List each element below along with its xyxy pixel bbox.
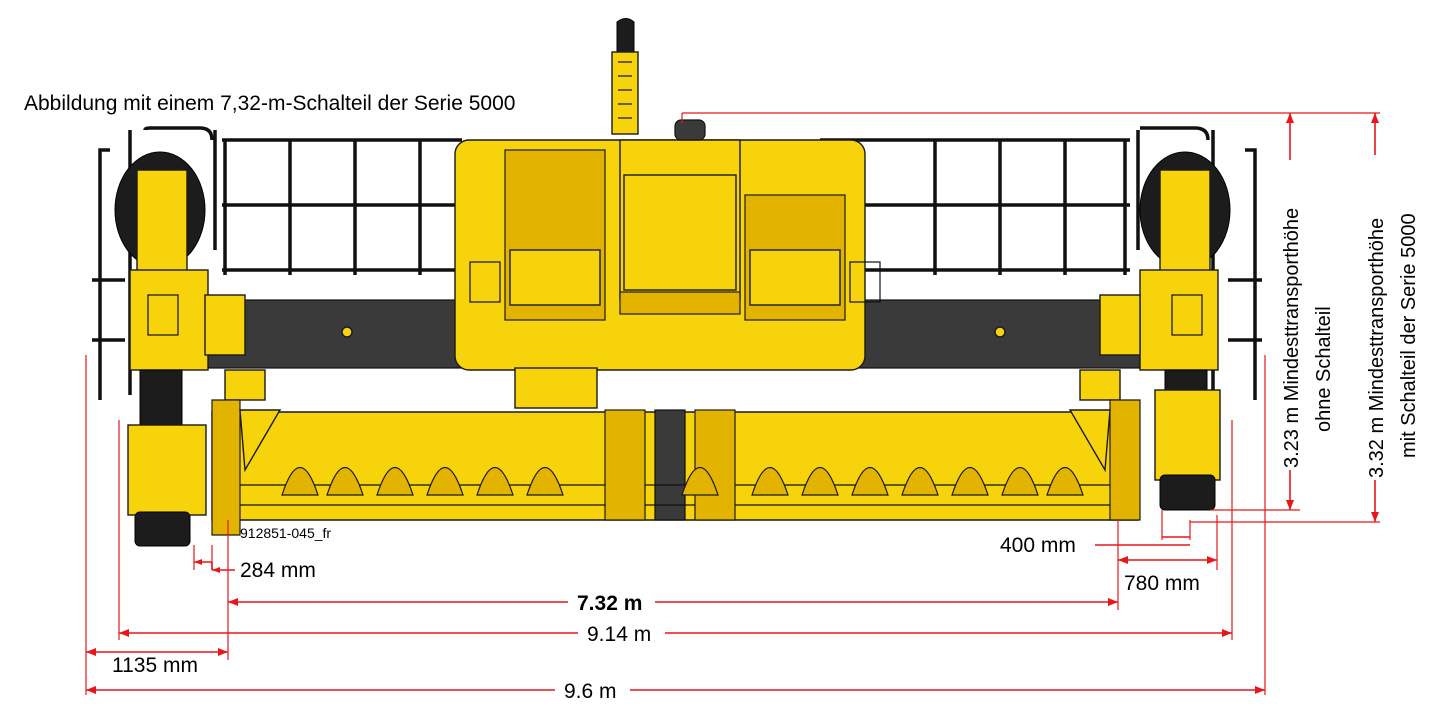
dimension-lines bbox=[85, 112, 1380, 695]
auger-flight bbox=[476, 466, 514, 496]
top-guardrails bbox=[222, 138, 1130, 275]
height-332-line1: 3.32 m Mindesttransporthöhe bbox=[1366, 218, 1388, 478]
height-332-label: 3.32 m Mindesttransporthöhe bbox=[1366, 218, 1388, 478]
auger-flight bbox=[801, 466, 839, 496]
paver-illustration bbox=[92, 18, 1262, 547]
auger-flight bbox=[1046, 466, 1084, 496]
auger-flight bbox=[1001, 466, 1039, 496]
auger-flight bbox=[526, 466, 564, 496]
right-leg bbox=[1079, 151, 1231, 511]
drawing-id: 912851-045_fr bbox=[240, 525, 331, 541]
auger-flight bbox=[901, 466, 939, 496]
left-leg bbox=[114, 151, 266, 547]
auger-flight bbox=[376, 466, 414, 496]
dim-914-label: 9.14 m bbox=[587, 623, 651, 646]
height-323-line2: ohne Schalteil bbox=[1313, 306, 1335, 432]
auger-flights bbox=[281, 466, 1084, 496]
auger-flight bbox=[751, 466, 789, 496]
paving-kit bbox=[211, 399, 1141, 536]
dim-284-label: 284 mm bbox=[240, 559, 316, 582]
auger-flight bbox=[851, 466, 889, 496]
exhaust-stack bbox=[611, 18, 639, 135]
figure-caption: Abbildung mit einem 7,32-m-Schalteil der… bbox=[24, 92, 515, 115]
auger-flight bbox=[426, 466, 464, 496]
dim-732-label: 7.32 m bbox=[577, 592, 642, 615]
dim-780-label: 780 mm bbox=[1124, 572, 1200, 595]
dim-1135-label: 1135 mm bbox=[112, 654, 198, 677]
height-332-line2: mit Schalteil der Serie 5000 bbox=[1398, 213, 1420, 458]
engine-housing bbox=[454, 119, 881, 409]
dim-400-label: 400 mm bbox=[1000, 534, 1076, 557]
auger-flight bbox=[281, 466, 319, 496]
height-323-label: 3.23 m Mindesttransporthöhe bbox=[1281, 208, 1303, 468]
auger-flight bbox=[681, 466, 719, 496]
dim-96-label: 9.6 m bbox=[564, 680, 617, 703]
height-323-sub: ohne Schalteil bbox=[1313, 306, 1335, 432]
height-332-sub: mit Schalteil der Serie 5000 bbox=[1398, 213, 1420, 458]
height-323-line1: 3.23 m Mindesttransporthöhe bbox=[1281, 208, 1303, 468]
auger-flight bbox=[326, 466, 364, 496]
auger-flight bbox=[951, 466, 989, 496]
